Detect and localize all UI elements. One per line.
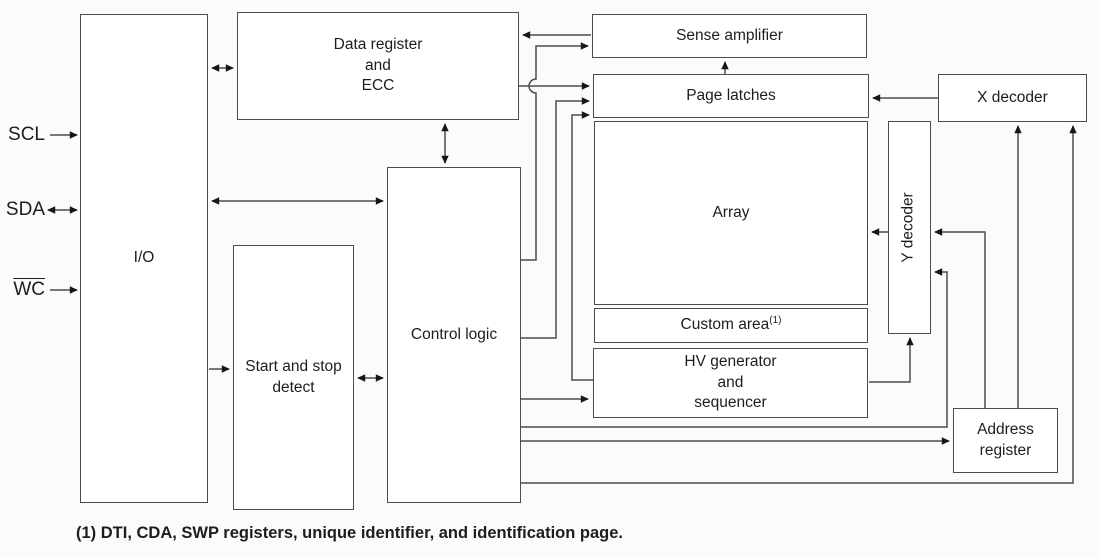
signal-label-sda: SDA: [5, 199, 45, 220]
block-sense-amplifier: Sense amplifier: [592, 14, 867, 58]
y-decoder-label: Y decoder: [900, 192, 918, 263]
connector-control-logic-sense-amplifier: [521, 42, 589, 261]
block-x-decoder: X decoder: [938, 74, 1087, 122]
block-address-register: Address register: [953, 408, 1058, 473]
block-io: I/O: [80, 14, 208, 503]
connector-hv-generator-page-latches: [571, 111, 593, 381]
connector-control-logic-page-latches: [521, 97, 590, 339]
block-hv-generator-sequencer: HV generator and sequencer: [593, 348, 868, 418]
signal-label-wc-text: WC: [13, 279, 45, 300]
block-start-stop-detect: Start and stop detect: [233, 245, 354, 510]
block-data-register-ecc: Data register and ECC: [237, 12, 519, 120]
signal-label-scl: SCL: [8, 124, 45, 145]
connector-control-logic-x-decoder: [521, 125, 1077, 484]
block-control-logic: Control logic: [387, 167, 521, 503]
block-custom-area: Custom area(1): [594, 308, 868, 343]
block-array: Array: [594, 121, 868, 305]
signal-label-wc: WC: [5, 279, 45, 301]
footnote: (1) DTI, CDA, SWP registers, unique iden…: [76, 524, 624, 542]
connector-control-logic-y-decoder: [521, 268, 948, 428]
connector-address-register-y-decoder: [934, 228, 986, 408]
custom-area-note-ref: (1): [769, 315, 782, 327]
custom-area-label: Custom area(1): [680, 315, 782, 334]
block-y-decoder: Y decoder: [888, 121, 931, 334]
block-page-latches: Page latches: [593, 74, 869, 118]
connector-hv-generator-y-decoder: [869, 337, 914, 383]
